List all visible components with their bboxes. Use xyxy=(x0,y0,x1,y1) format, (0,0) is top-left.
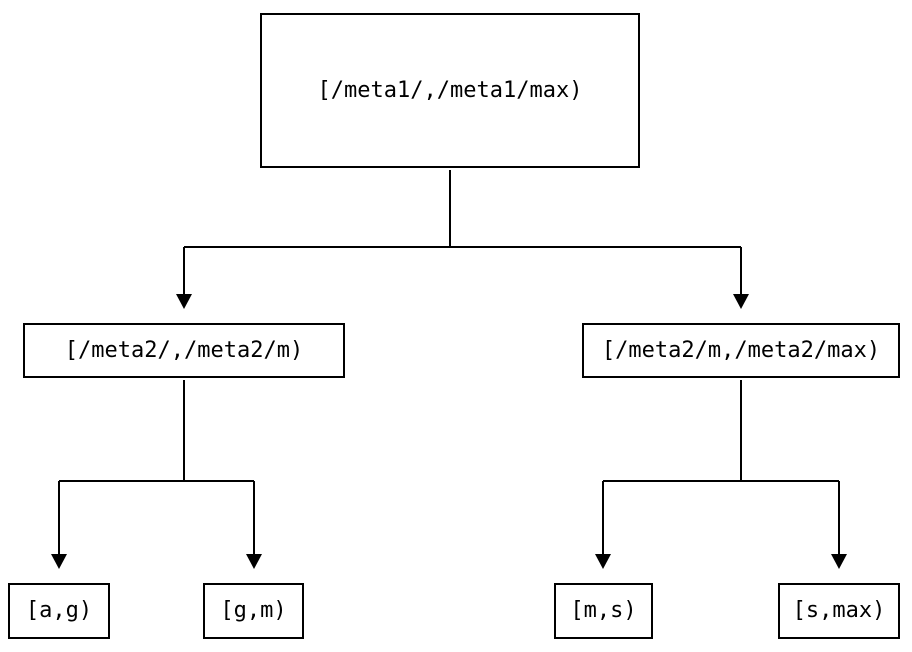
edge-root-to-children xyxy=(176,170,749,309)
arrowhead-to-leaf-m-s xyxy=(595,554,611,569)
edge-right-to-leaves xyxy=(595,380,847,569)
arrowhead-to-right-node xyxy=(733,294,749,309)
edge-left-to-leaves xyxy=(51,380,262,569)
arrowhead-to-leaf-a-g xyxy=(51,554,67,569)
arrowhead-to-leaf-s-max xyxy=(831,554,847,569)
tree-node-root-label: [/meta1/,/meta1/max) xyxy=(317,77,583,103)
tree-leaf-g-m: [g,m) xyxy=(203,583,304,639)
arrowhead-to-leaf-g-m xyxy=(246,554,262,569)
tree-node-meta2-left-label: [/meta2/,/meta2/m) xyxy=(64,337,304,363)
tree-leaf-s-max-label: [s,max) xyxy=(792,598,886,623)
tree-node-meta2-right-label: [/meta2/m,/meta2/max) xyxy=(601,337,881,363)
tree-leaf-s-max: [s,max) xyxy=(778,583,900,639)
tree-leaf-m-s-label: [m,s) xyxy=(570,598,637,623)
tree-leaf-a-g: [a,g) xyxy=(8,583,110,639)
arrowhead-to-left-node xyxy=(176,294,192,309)
tree-node-root: [/meta1/,/meta1/max) xyxy=(260,13,640,168)
tree-leaf-a-g-label: [a,g) xyxy=(25,598,93,623)
tree-leaf-m-s: [m,s) xyxy=(554,583,653,639)
tree-node-meta2-left: [/meta2/,/meta2/m) xyxy=(23,323,345,378)
tree-leaf-g-m-label: [g,m) xyxy=(220,598,287,623)
tree-node-meta2-right: [/meta2/m,/meta2/max) xyxy=(582,323,900,378)
